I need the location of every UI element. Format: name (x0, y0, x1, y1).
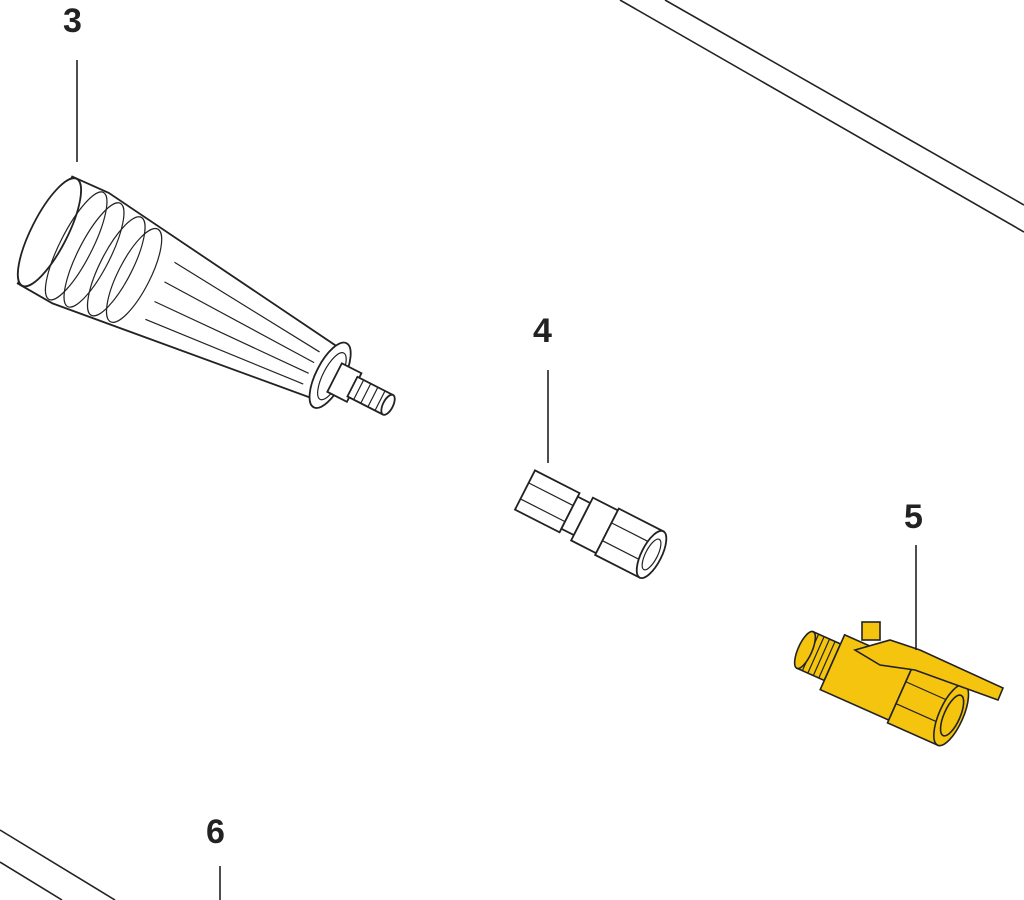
callout-3: 3 (63, 2, 82, 162)
part-4-coupler[interactable] (513, 467, 672, 582)
callout-6: 6 (206, 813, 225, 900)
callout-4: 4 (533, 312, 552, 463)
callout-label: 5 (904, 498, 923, 536)
callout-5: 5 (904, 498, 923, 650)
callout-label: 4 (533, 312, 552, 350)
part-3-handle[interactable] (5, 169, 420, 462)
callout-label: 6 (206, 813, 225, 851)
callout-label: 3 (63, 2, 82, 40)
part-5-ball-valve[interactable] (785, 617, 1005, 750)
